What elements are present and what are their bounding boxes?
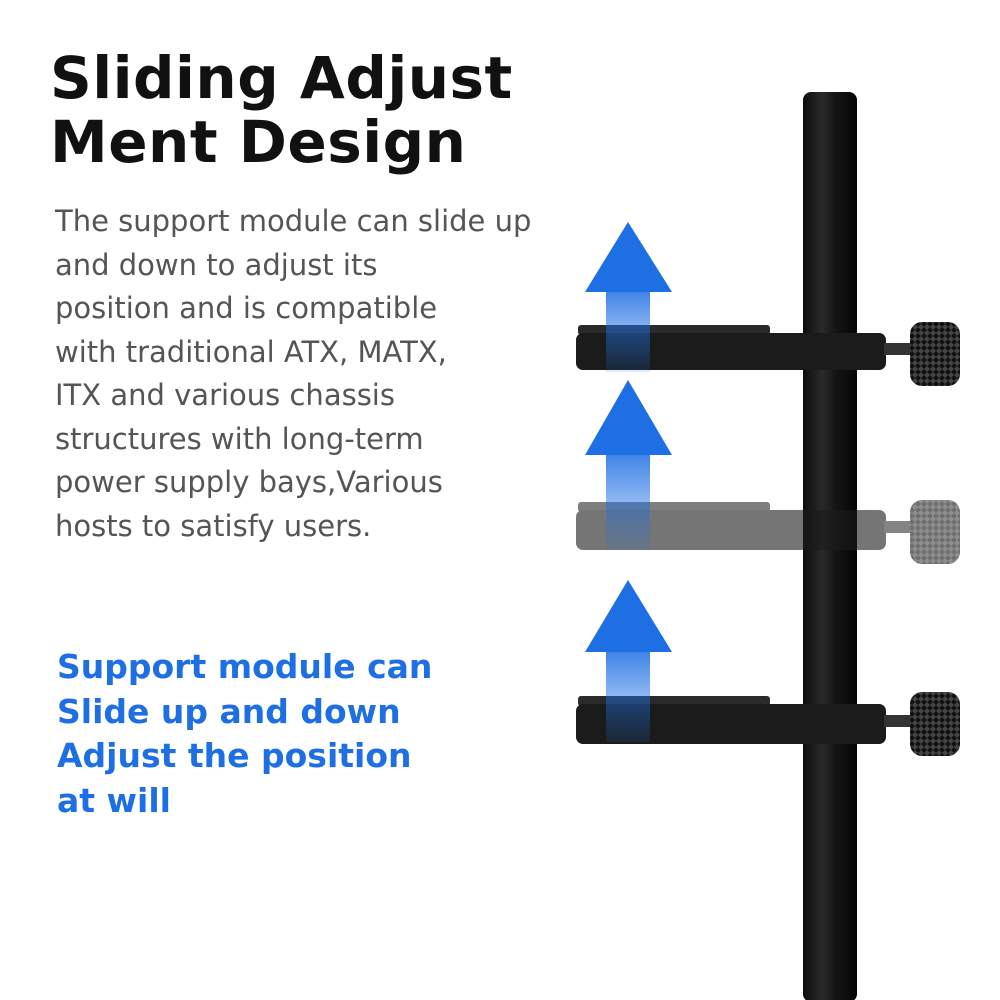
highlight-line: Support module can xyxy=(57,647,433,686)
description-line: with traditional ATX, MATX, xyxy=(55,334,447,369)
clamp-middle xyxy=(576,500,960,564)
description: The support module can slide up and down… xyxy=(55,200,575,548)
description-line: ITX and various chassis xyxy=(55,378,395,412)
title-line: Ment Design xyxy=(50,108,467,176)
description-line: hosts to satisfy users. xyxy=(55,508,372,543)
description-line: structures with long-term xyxy=(55,421,424,456)
arrow-up-icon xyxy=(585,222,672,372)
description-line: The support module can slide up xyxy=(55,204,532,238)
description-line: power supply bays,Various xyxy=(55,465,443,499)
arrow-up-icon xyxy=(585,580,672,742)
knob-icon xyxy=(910,692,960,756)
highlight-line: at will xyxy=(57,780,171,820)
description-line: position and is compatible xyxy=(55,291,438,325)
knob-icon xyxy=(910,322,960,386)
description-line: and down to adjust its xyxy=(55,247,378,282)
highlight-text: Support module can Slide up and down Adj… xyxy=(57,645,432,823)
highlight-line: Adjust the position xyxy=(57,736,412,775)
highlight-line: Slide up and down xyxy=(57,691,401,731)
page-title: Sliding Adjust Ment Design xyxy=(50,46,513,174)
title-line: Sliding Adjust xyxy=(50,44,513,112)
arrow-up-icon xyxy=(585,380,672,550)
knob-icon xyxy=(910,500,960,564)
